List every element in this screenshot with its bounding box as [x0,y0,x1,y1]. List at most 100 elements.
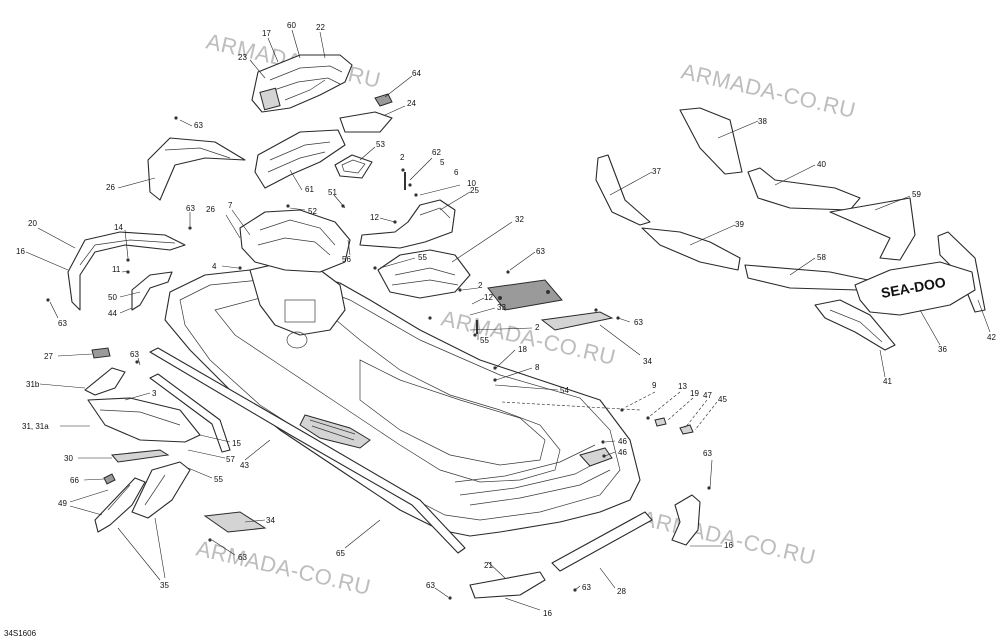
callout-64: 64 [412,69,421,78]
decal-37 [595,154,651,226]
strip-30 [110,449,170,463]
rear-rail-26 [551,511,653,572]
callout-2c: 2 [535,323,540,332]
callout-13: 13 [678,382,687,391]
callout-27: 27 [44,352,53,361]
callout-40: 40 [817,160,826,169]
callout-57: 57 [226,455,235,464]
console-frame-61 [254,129,346,189]
decal-40 [747,167,861,211]
plate-33 [487,279,563,311]
callout-52: 52 [308,207,317,216]
callout-63a: 63 [194,121,203,130]
decal-41 [814,299,896,351]
callout-labels: 17 60 22 23 64 24 63 53 26 61 2 62 5 6 1… [16,21,996,618]
hull-assembly [164,209,641,537]
steering-cover [239,209,351,273]
callout-5: 5 [440,158,445,167]
gauge-cluster [251,54,353,113]
callout-55c: 55 [214,475,223,484]
side-rail-15 [149,373,231,453]
leader-lines [25,29,991,611]
decal-39 [641,227,741,271]
callout-22: 22 [316,23,325,32]
callout-10: 10 [467,179,476,188]
side-trim-50 [131,271,173,311]
callout-9: 9 [652,381,657,390]
callout-2a: 2 [400,153,405,162]
callout-6: 6 [454,168,459,177]
callout-26b: 26 [206,205,215,214]
bumper-20 [67,231,186,311]
callout-16b: 16 [724,541,733,550]
callout-60: 60 [287,21,296,30]
part-64 [374,93,393,107]
callout-19: 19 [690,389,699,398]
callout-26a: 26 [106,183,115,192]
callout-35: 35 [160,581,169,590]
side-panel-35a [94,477,146,533]
callout-20: 20 [28,219,37,228]
callout-55a: 55 [418,253,427,262]
gasket-53 [334,154,373,179]
callout-63g: 63 [703,449,712,458]
callout-24: 24 [407,99,416,108]
callout-66: 66 [70,476,79,485]
panel-31b [84,367,126,396]
callout-15: 15 [232,439,241,448]
part-66 [103,473,116,485]
callout-54: 54 [560,386,569,395]
watermark-5: ARMADA-CO.RU [194,536,373,600]
callout-47: 47 [703,391,712,400]
callout-4: 4 [212,262,217,271]
diagram-reference-code: 34S1606 [4,629,37,638]
callout-3: 3 [152,389,157,398]
callout-38: 38 [758,117,767,126]
callout-30: 30 [64,454,73,463]
decal-59 [829,197,916,261]
rub-rail-65 [149,347,466,554]
callout-34b: 34 [266,516,275,525]
callout-18: 18 [518,345,527,354]
callout-62: 62 [432,148,441,157]
side-panel-35b [131,461,191,519]
storage-cover-26 [147,137,246,201]
rear-trim-21 [469,571,546,599]
rear-grab-handle [579,447,613,467]
callout-50: 50 [108,293,117,302]
callout-32: 32 [515,215,524,224]
callout-36: 36 [938,345,947,354]
corner-bumper-16 [671,494,701,546]
decal-38 [679,107,743,175]
glovebox-lid-24 [339,111,393,133]
callout-12a: 12 [370,213,379,222]
callout-42: 42 [987,333,996,342]
callout-55b: 55 [480,336,489,345]
panel-31 [87,397,201,443]
callout-63e: 63 [634,318,643,327]
callout-45: 45 [718,395,727,404]
callout-28: 28 [617,587,626,596]
callout-63b: 63 [186,204,195,213]
callout-41: 41 [883,377,892,386]
callout-25: 25 [470,186,479,195]
callout-8: 8 [535,363,540,372]
callout-37: 37 [652,167,661,176]
callout-11: 11 [112,265,121,274]
callout-16c: 16 [543,609,552,618]
callout-63h: 63 [238,553,247,562]
callout-61: 61 [305,185,314,194]
callout-63c: 63 [536,247,545,256]
callout-44: 44 [108,309,117,318]
callout-56: 56 [342,255,351,264]
callout-63d: 63 [58,319,67,328]
callout-14: 14 [114,223,123,232]
decals: SEA-DOO [595,107,986,351]
callout-46a: 46 [618,437,627,446]
callout-23: 23 [238,53,247,62]
callout-33: 33 [497,303,506,312]
callout-65: 65 [336,549,345,558]
callout-46b: 46 [618,448,627,457]
trim-34-lower [203,511,267,533]
